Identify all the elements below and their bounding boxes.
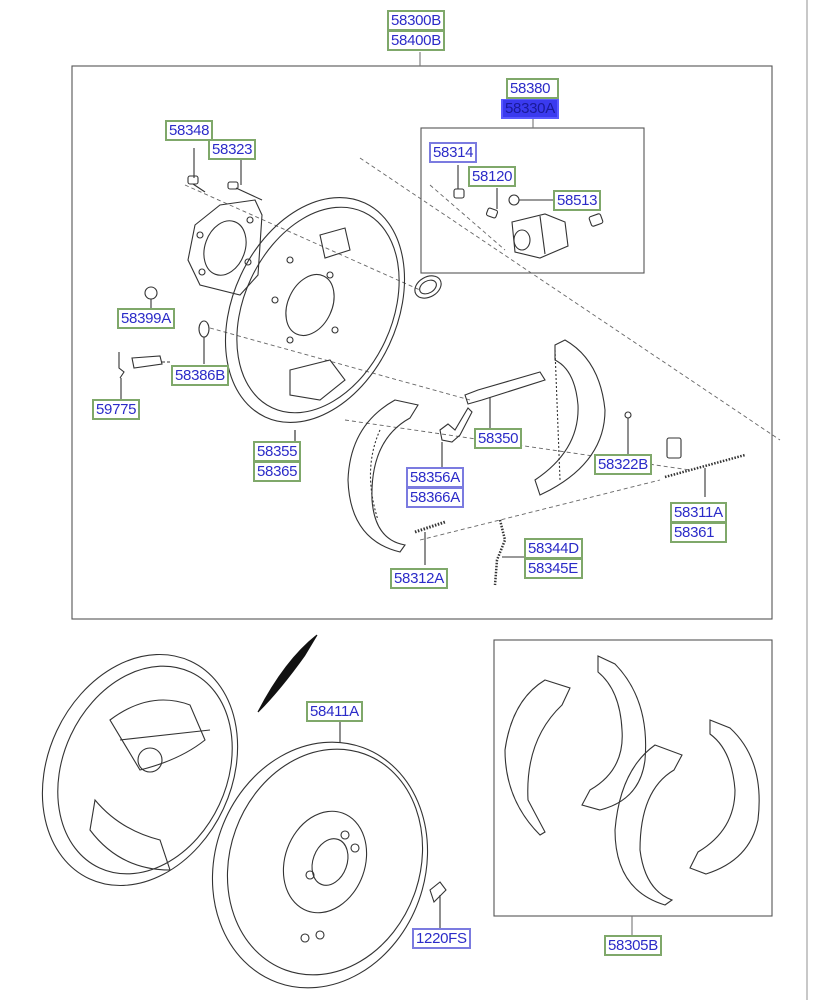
spring-58344D-drawing [493, 519, 528, 586]
boot-ring-drawing [414, 275, 442, 299]
bolt-58348-drawing [187, 148, 206, 193]
part-label-58400B[interactable]: 58400B [387, 31, 445, 51]
shoe-kit-drawing [504, 655, 760, 906]
seal-58386B-drawing [198, 320, 210, 364]
part-label-58411A[interactable]: 58411A [306, 701, 363, 722]
part-label-58311A[interactable]: 58311A [670, 502, 727, 523]
part-label-58312A[interactable]: 58312A [390, 568, 448, 589]
bolt-58323-drawing [227, 160, 263, 201]
right-edge-divider [806, 0, 808, 1000]
part-label-58513[interactable]: 58513 [553, 190, 602, 211]
part-label-58322B[interactable]: 58322B [594, 454, 652, 475]
part-label-58366A[interactable]: 58366A [406, 488, 464, 508]
wheel-cylinder-drawing [453, 165, 604, 259]
part-label-58380[interactable]: 58380 [506, 78, 559, 99]
bolt-1220FS-drawing [429, 881, 447, 929]
part-label-59775[interactable]: 59775 [92, 399, 141, 420]
adjuster-58350-drawing [464, 371, 546, 430]
part-label-58330A-selected[interactable]: 58330A [501, 99, 559, 119]
cap-58399A-drawing [144, 286, 158, 310]
part-label-58399A[interactable]: 58399A [117, 308, 175, 329]
lever-58356A-drawing [439, 407, 473, 470]
spring-58312A-drawing [414, 520, 446, 565]
backing-plate-drawing [224, 197, 406, 440]
clip-59775-drawing [118, 352, 172, 400]
part-label-58314[interactable]: 58314 [429, 142, 478, 163]
label-assembly: 58300B 58400B [387, 10, 445, 51]
brake-shoe-right-drawing [534, 339, 682, 496]
part-label-58120[interactable]: 58120 [468, 166, 517, 187]
dashed-center-lines [184, 157, 781, 541]
part-label-1220FS[interactable]: 1220FS [412, 928, 471, 949]
brake-shoe-left-drawing [347, 399, 419, 553]
part-label-58350[interactable]: 58350 [474, 428, 523, 449]
main-assembly-frame [71, 65, 773, 620]
part-label-58361[interactable]: 58361 [670, 523, 727, 543]
spring-58311A-drawing [664, 453, 746, 497]
part-label-58356A[interactable]: 58356A [406, 467, 464, 488]
label-backing-plate: 58355 58365 [253, 441, 302, 482]
assembled-brake-drawing [41, 653, 239, 887]
part-label-58344D[interactable]: 58344D [524, 538, 583, 559]
brake-drum-drawing [211, 720, 429, 989]
part-label-58355[interactable]: 58355 [253, 441, 302, 462]
part-label-58345E[interactable]: 58345E [524, 559, 583, 579]
label-lever: 58356A 58366A [406, 467, 464, 508]
part-label-58348[interactable]: 58348 [165, 120, 214, 141]
label-wheel-cylinder-group: 58380 58330A [501, 78, 559, 119]
gasket-plate-drawing [187, 199, 263, 296]
part-label-58300B[interactable]: 58300B [387, 10, 445, 31]
shoe-kit-frame [493, 639, 773, 917]
arrow-wedge [257, 634, 318, 713]
label-spring-58311A: 58311A 58361 [670, 502, 727, 543]
part-label-58386B[interactable]: 58386B [171, 365, 229, 386]
part-label-58323[interactable]: 58323 [208, 139, 257, 160]
part-label-58305B[interactable]: 58305B [604, 935, 662, 956]
label-spring-58344D: 58344D 58345E [524, 538, 583, 579]
part-label-58365[interactable]: 58365 [253, 462, 302, 482]
